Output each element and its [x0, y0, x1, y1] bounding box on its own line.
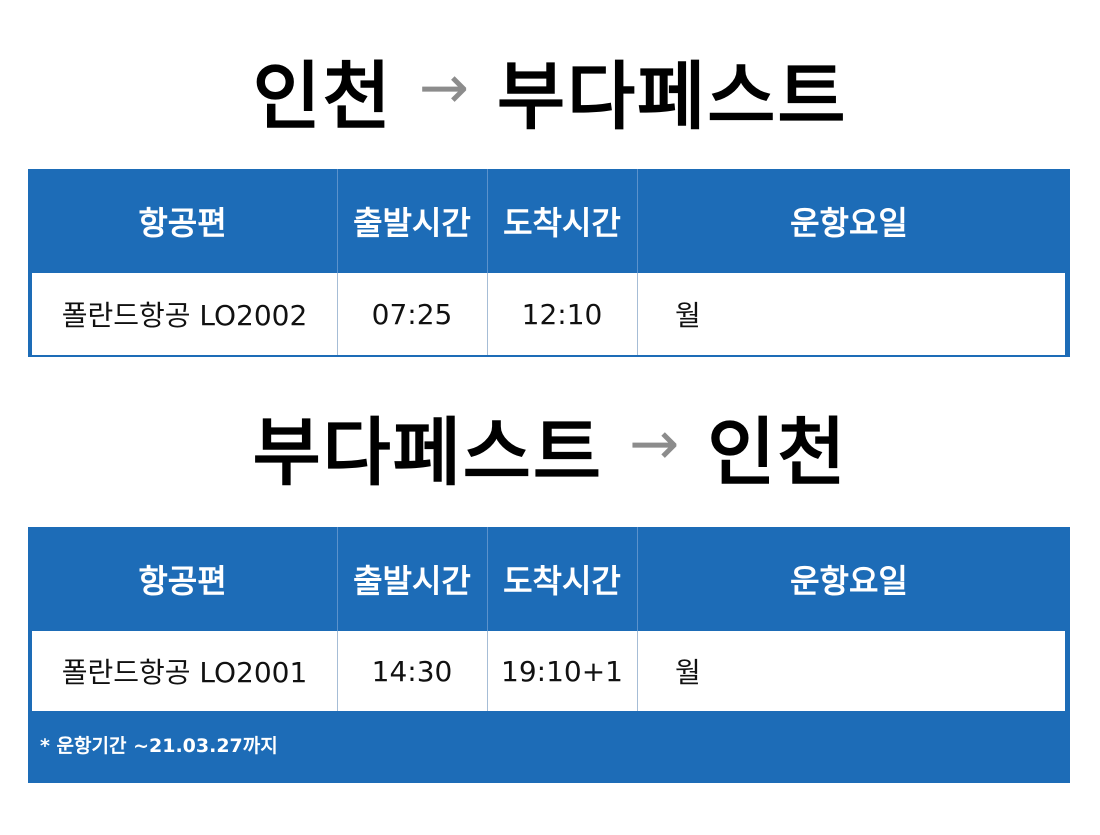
cell-divider	[637, 273, 638, 355]
operation-period-note: * 운항기간 ~21.03.27까지	[40, 735, 278, 757]
destination-city: 인천	[707, 409, 848, 496]
cell-days: 월	[675, 299, 701, 332]
cell-divider	[487, 273, 488, 355]
cell-divider	[637, 631, 638, 711]
header-arrival: 도착시간	[503, 562, 621, 600]
schedule-table-outbound: 항공편 출발시간 도착시간 운항요일 폴란드항공 LO2002 07:25 12…	[28, 169, 1070, 357]
header-divider	[487, 169, 488, 273]
header-days: 운항요일	[790, 204, 908, 242]
cell-flight: 폴란드항공 LO2002	[61, 299, 308, 332]
header-flight: 항공편	[138, 204, 227, 242]
cell-divider	[337, 273, 338, 355]
route-title-return: 부다페스트 → 인천	[0, 396, 1100, 496]
header-divider	[337, 527, 338, 631]
origin-city: 인천	[252, 53, 393, 140]
cell-departure: 07:25	[371, 297, 453, 331]
schedule-table-return: 항공편 출발시간 도착시간 운항요일 폴란드항공 LO2001 14:30 19…	[28, 527, 1070, 783]
header-departure: 출발시간	[353, 562, 471, 600]
table-row: 폴란드항공 LO2002 07:25 12:10 월	[32, 273, 1065, 355]
cell-departure: 14:30	[371, 654, 453, 688]
table-header-row: 항공편 출발시간 도착시간 운항요일	[28, 169, 1070, 273]
table-header-row: 항공편 출발시간 도착시간 운항요일	[28, 527, 1070, 631]
route-title-outbound: 인천 → 부다페스트	[0, 40, 1100, 140]
cell-divider	[487, 631, 488, 711]
cell-arrival: 12:10	[521, 297, 603, 331]
cell-divider	[337, 631, 338, 711]
header-days: 운항요일	[790, 562, 908, 600]
origin-city: 부다페스트	[252, 409, 603, 496]
header-arrival: 도착시간	[503, 204, 621, 242]
arrow-right-icon: →	[418, 53, 472, 123]
header-divider	[637, 169, 638, 273]
header-flight: 항공편	[138, 562, 227, 600]
header-departure: 출발시간	[353, 204, 471, 242]
header-divider	[487, 527, 488, 631]
table-row: 폴란드항공 LO2001 14:30 19:10+1 월	[32, 631, 1065, 711]
header-divider	[637, 527, 638, 631]
header-divider	[337, 169, 338, 273]
destination-city: 부다페스트	[497, 53, 848, 140]
arrow-right-icon: →	[628, 409, 682, 479]
cell-flight: 폴란드항공 LO2001	[61, 656, 308, 689]
cell-arrival: 19:10+1	[501, 654, 623, 688]
cell-days: 월	[675, 656, 701, 689]
